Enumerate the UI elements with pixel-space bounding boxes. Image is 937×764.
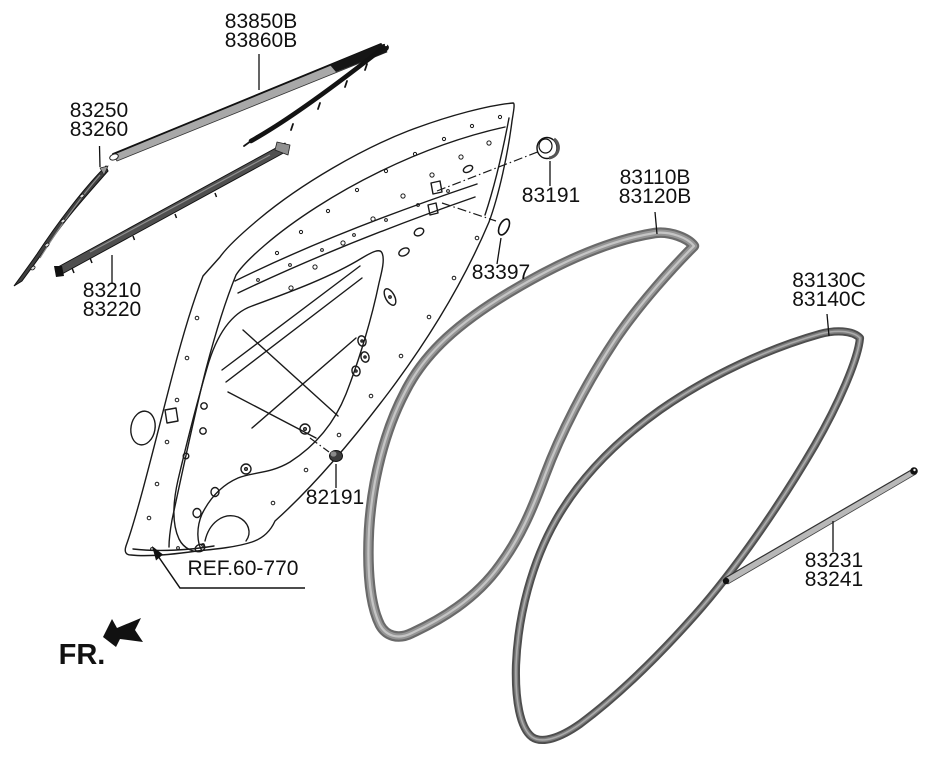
lower-channel-strip (722, 467, 918, 585)
door-panel-drawing (124, 102, 515, 557)
label-clip-83397: 83397 (471, 261, 531, 284)
clip-82191-drawing (329, 450, 343, 462)
label-ws-door-side: 83110B 83120B (618, 166, 692, 208)
leader-lines (98, 54, 834, 552)
belt-moulding (54, 141, 291, 277)
weatherstrip-body-side (511, 327, 865, 744)
front-sash-moulding (13, 165, 109, 287)
fr-direction-arrow (103, 618, 143, 647)
label-clip-82191: 82191 (305, 486, 365, 509)
label-belt-moulding: 83210 83220 (82, 279, 142, 321)
label-front-moulding: 83250 83260 (69, 99, 129, 141)
grommet-83191-drawing (536, 136, 560, 160)
label-ref-60-770: REF.60-770 (187, 557, 299, 580)
ref-callout-arrow (152, 546, 305, 589)
label-ws-body-side: 83130C 83140C (792, 269, 866, 311)
clip-83397-drawing (497, 218, 511, 236)
label-grommet: 83191 (521, 184, 581, 207)
projection-lines (309, 150, 541, 453)
label-lower-channel: 83231 83241 (804, 549, 864, 591)
weatherstrip-door-side (363, 227, 700, 642)
label-fr: FR. (58, 639, 106, 671)
upper-frame-moulding (109, 43, 389, 162)
label-upper-moulding: 83850B 83860B (224, 10, 298, 52)
